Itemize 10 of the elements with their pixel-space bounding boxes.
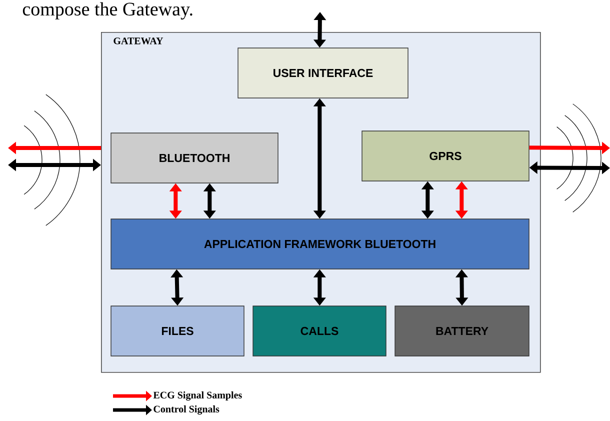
component-box: BLUETOOTH (110, 132, 278, 184)
legend-label: Control Signals (154, 405, 220, 415)
body-text: compose the Gateway. (22, 2, 192, 20)
legend-label: ECG Signal Samples (153, 391, 242, 401)
component-box: GPRS (362, 130, 530, 182)
component-box: CALLS (252, 306, 386, 356)
component-box: BATTERY (394, 306, 530, 356)
component-box: FILES (110, 306, 244, 356)
component-box: APPLICATION FRAMEWORK BLUETOOTH (110, 218, 530, 270)
component-box: USER INTERFACE (238, 48, 408, 98)
